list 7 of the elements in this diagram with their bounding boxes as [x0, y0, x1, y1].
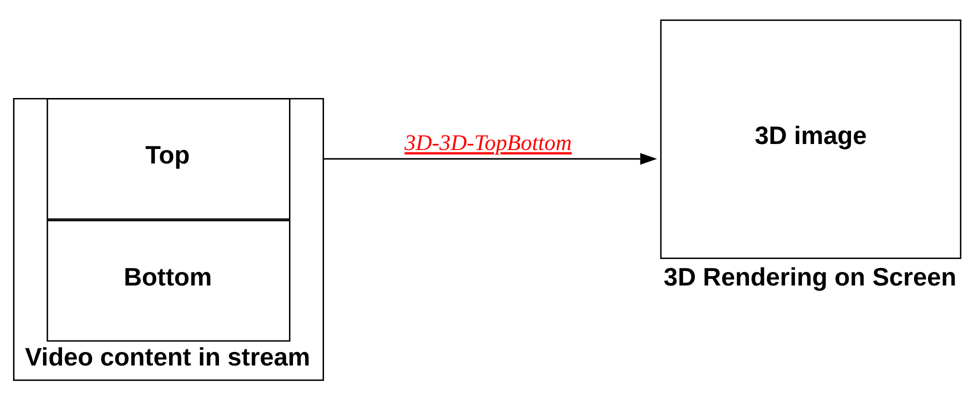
node-label: 3D Rendering on Screen: [664, 264, 956, 292]
node-box: 3D image: [660, 20, 962, 260]
node-box: Bottom: [46, 220, 290, 342]
arrow: [323, 152, 658, 165]
edge-label: 3D-3D-TopBottom: [404, 130, 572, 156]
node-box: Top: [46, 98, 290, 220]
node-label: Video content in stream: [24, 343, 310, 372]
